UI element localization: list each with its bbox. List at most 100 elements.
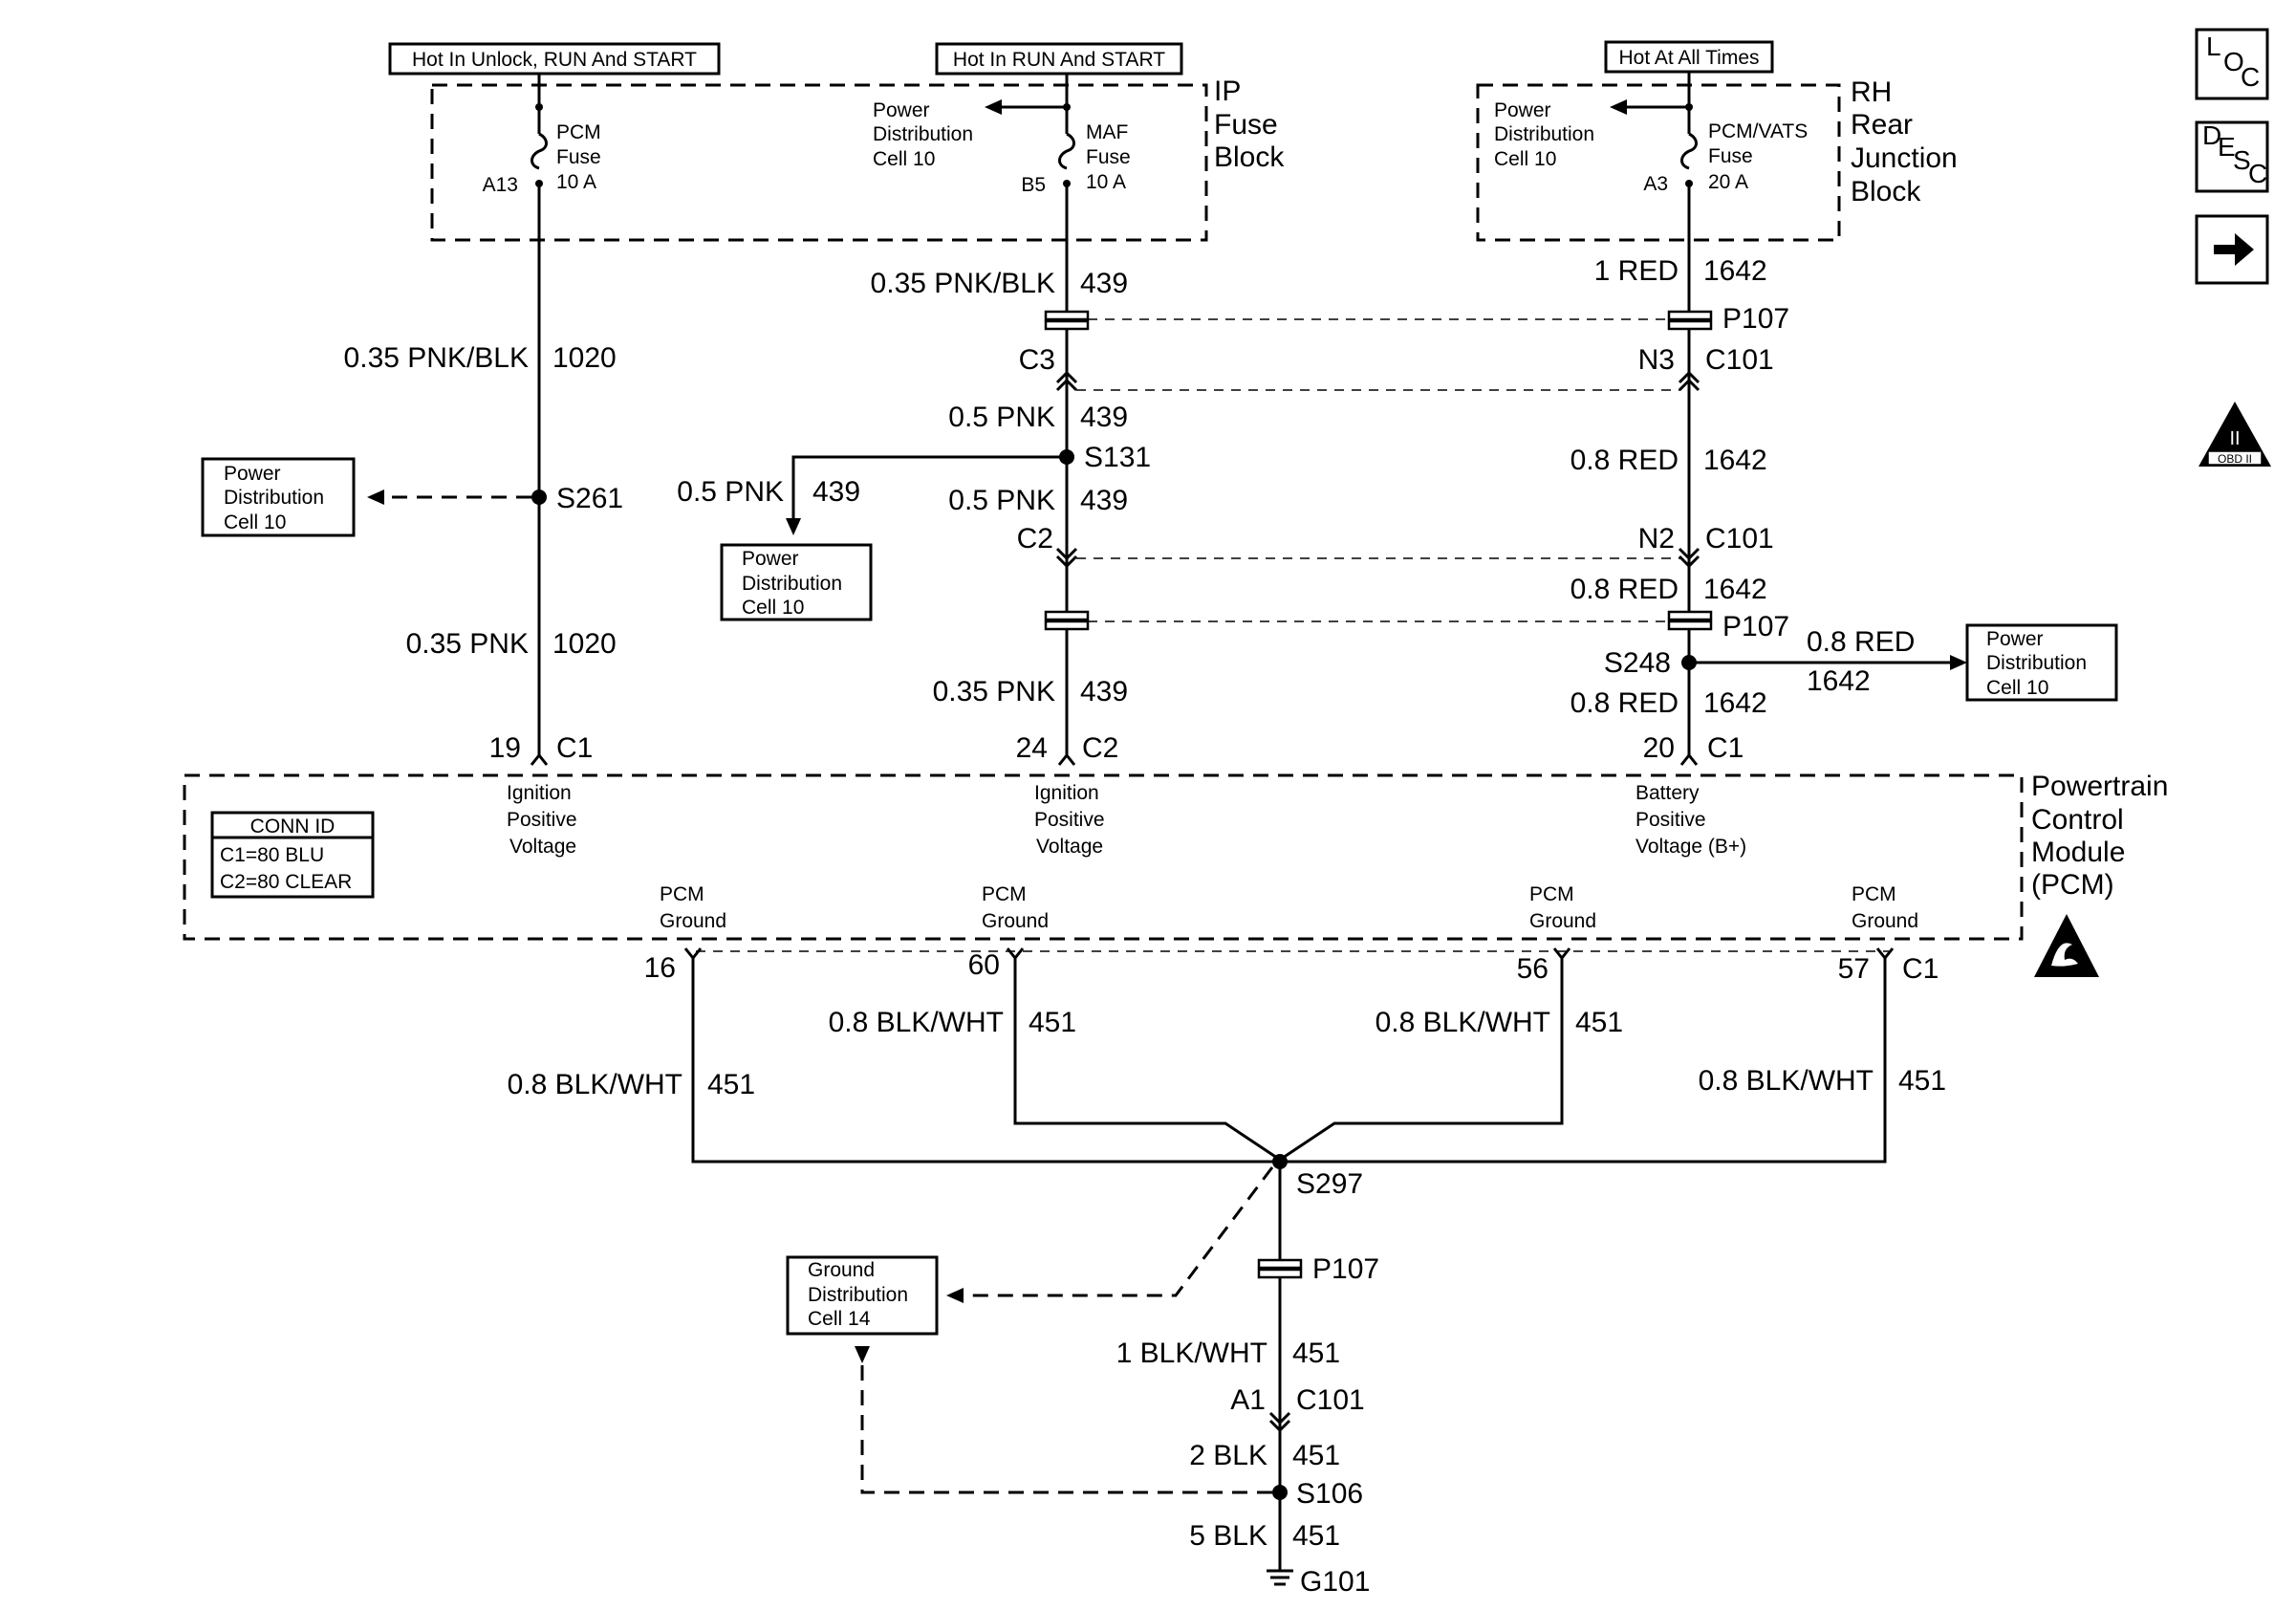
ground-wire-1-size: 1 BLK/WHT bbox=[1116, 1338, 1267, 1369]
desc-letter-e: E bbox=[2218, 132, 2236, 162]
wire-1020-upper-circuit: 1020 bbox=[552, 342, 617, 374]
ground-wire-2-circuit: 451 bbox=[1292, 1440, 1340, 1471]
wire-1020-lower-size: 0.35 PNK bbox=[406, 628, 529, 660]
ground-wire-60-size: 0.8 BLK/WHT bbox=[829, 1007, 1004, 1038]
ref-s131-line-1: Power bbox=[742, 548, 799, 570]
c101-ground-label: C101 bbox=[1296, 1384, 1365, 1416]
ref-ground-line-3: Cell 14 bbox=[808, 1308, 871, 1330]
connector-terminal-icon bbox=[1057, 752, 1076, 766]
source-run-start: Hot In RUN And START bbox=[935, 42, 1183, 76]
desc-letter-s: S bbox=[2233, 145, 2251, 175]
connector-terminal-icon bbox=[1875, 947, 1895, 961]
pcm-title-1: Powertrain bbox=[2031, 771, 2168, 802]
wire-439-3-size: 0.5 PNK bbox=[948, 485, 1055, 516]
maf-fuse-name-2: Fuse bbox=[1086, 146, 1131, 168]
rh-rear-junction-block: RH Rear Junction Block PCM/VATS Fuse 20 … bbox=[1476, 72, 1958, 242]
pcm-ground-57-line-1: PCM bbox=[1852, 883, 1896, 905]
wire-1642-1-size: 1 RED bbox=[1594, 255, 1679, 287]
rh-power-dist-1: Power bbox=[1494, 99, 1551, 121]
ground-wire-3-size: 5 BLK bbox=[1189, 1520, 1267, 1552]
loc-button[interactable]: L O C bbox=[2195, 28, 2269, 100]
splice-s297-label: S297 bbox=[1296, 1168, 1363, 1200]
ref-ground-dist: Ground Distribution Cell 14 bbox=[786, 1255, 939, 1336]
ref-s131-line-2: Distribution bbox=[742, 573, 842, 595]
pcm-ground-60-line-1: PCM bbox=[982, 883, 1027, 905]
wire-1642-3-circuit: 1642 bbox=[1703, 574, 1767, 605]
obd-roman: II bbox=[2229, 428, 2240, 449]
ground-path: S297 P107 1 BLK/WHT 451 A1 C101 2 BLK 45… bbox=[786, 1154, 1379, 1598]
pcm-vats-fuse-pin: A3 bbox=[1643, 173, 1668, 195]
pcm-title-2: Control bbox=[2031, 804, 2124, 836]
pcm-ground-60: PCM Ground bbox=[982, 883, 1049, 932]
pcm-input-2-line-3: Voltage bbox=[1036, 836, 1103, 858]
branch-1642-size: 0.8 RED bbox=[1807, 626, 1915, 658]
c101-n2-label: C101 bbox=[1705, 523, 1774, 555]
arrow-left-icon bbox=[1610, 99, 1627, 115]
pcm-vats-fuse-icon bbox=[1680, 72, 1698, 170]
pcm-input-2-line-1: Ignition bbox=[1034, 782, 1099, 804]
connector-terminal-icon bbox=[530, 752, 549, 766]
connector-terminal-icon bbox=[1678, 547, 1700, 569]
ground-wire-57-size: 0.8 BLK/WHT bbox=[1699, 1065, 1874, 1097]
next-button[interactable] bbox=[2195, 214, 2269, 285]
desc-letter-d: D bbox=[2202, 120, 2221, 150]
ground-symbol-icon bbox=[1267, 1569, 1293, 1586]
a1-label: A1 bbox=[1230, 1384, 1266, 1416]
ref-ground-line-2: Distribution bbox=[808, 1284, 908, 1306]
source-unlock-run-start-label: Hot In Unlock, RUN And START bbox=[412, 49, 697, 71]
maf-fuse-icon bbox=[1058, 74, 1075, 170]
pcm-input-batt: Battery Positive Voltage (B+) bbox=[1635, 782, 1746, 858]
rh-junction-title-1: RH bbox=[1851, 76, 1892, 108]
loc-letter-c: C bbox=[2241, 62, 2260, 92]
pcm-fuse-rating: 10 A bbox=[556, 171, 596, 193]
arrow-right-icon bbox=[2214, 233, 2254, 266]
pin-20: 20 bbox=[1643, 732, 1675, 764]
ground-wire-56-circuit: 451 bbox=[1575, 1007, 1623, 1038]
desc-button[interactable]: D E S C bbox=[2195, 120, 2269, 193]
pcm-fuse-icon bbox=[531, 74, 548, 170]
source-unlock-run-start: Hot In Unlock, RUN And START bbox=[388, 42, 721, 76]
ip-power-dist-2: Distribution bbox=[873, 123, 973, 145]
conn-id-c1: C1=80 BLU bbox=[220, 844, 324, 866]
conn-c2-pcm: C2 bbox=[1082, 732, 1118, 764]
p107-ground-label: P107 bbox=[1312, 1253, 1379, 1285]
inline-connector-icon bbox=[1667, 610, 1713, 621]
ground-wire-60-circuit: 451 bbox=[1029, 1007, 1076, 1038]
pcm-ground-56-line-1: PCM bbox=[1529, 883, 1574, 905]
connector-terminal-icon bbox=[1055, 547, 1078, 569]
n3-label: N3 bbox=[1638, 344, 1675, 376]
maf-fuse-name-1: MAF bbox=[1086, 121, 1128, 143]
wire-439-2-size: 0.5 PNK bbox=[948, 402, 1055, 433]
wire-439-3-circuit: 439 bbox=[1080, 485, 1128, 516]
ip-fuse-block-title-2: Fuse bbox=[1214, 109, 1278, 141]
pin-24: 24 bbox=[1016, 732, 1048, 764]
pcm-input-1-line-3: Voltage bbox=[509, 836, 576, 858]
pcm-fuse: PCM Fuse 10 A A13 bbox=[483, 74, 601, 196]
wire-1642-4-size: 0.8 RED bbox=[1570, 687, 1679, 719]
obd-ii-icon: II OBD II bbox=[2199, 402, 2271, 467]
circuit-1642: 1 RED 1642 P107 N3 C101 0.8 RED 1642 N2 … bbox=[1570, 184, 2118, 766]
source-run-start-label: Hot In RUN And START bbox=[953, 49, 1165, 71]
rh-junction-title-3: Junction bbox=[1851, 142, 1958, 174]
pin-19: 19 bbox=[489, 732, 521, 764]
pcm-ground-60-line-2: Ground bbox=[982, 910, 1049, 932]
pcm-ground-16-line-1: PCM bbox=[660, 883, 704, 905]
connector-terminal-icon bbox=[1679, 752, 1699, 766]
wire-1020-upper-size: 0.35 PNK/BLK bbox=[344, 342, 529, 374]
inline-connector-icon bbox=[1044, 310, 1090, 321]
branch-439-size: 0.5 PNK bbox=[677, 476, 784, 508]
circuit-1020: 0.35 PNK/BLK 1020 S261 Power Distributio… bbox=[201, 184, 623, 766]
ip-fuse-block-title-3: Block bbox=[1214, 141, 1285, 173]
connector-terminal-icon bbox=[1678, 370, 1700, 392]
ref-s248-line-2: Distribution bbox=[1986, 652, 2087, 674]
pcm-input-1-line-2: Positive bbox=[507, 809, 577, 831]
pcm-input-ign-2: Ignition Positive Voltage bbox=[1034, 782, 1105, 858]
source-all-times-label: Hot At All Times bbox=[1618, 47, 1759, 69]
c101-n3-label: C101 bbox=[1705, 344, 1774, 376]
pcm-fuse-name-1: PCM bbox=[556, 121, 601, 143]
arrow-left-icon bbox=[367, 490, 384, 505]
pcm-module: Powertrain Control Module (PCM) CONN ID … bbox=[183, 771, 2168, 941]
rh-junction-title-2: Rear bbox=[1851, 109, 1913, 141]
pcm-ground-16-line-2: Ground bbox=[660, 910, 726, 932]
pin-60: 60 bbox=[968, 949, 1000, 981]
